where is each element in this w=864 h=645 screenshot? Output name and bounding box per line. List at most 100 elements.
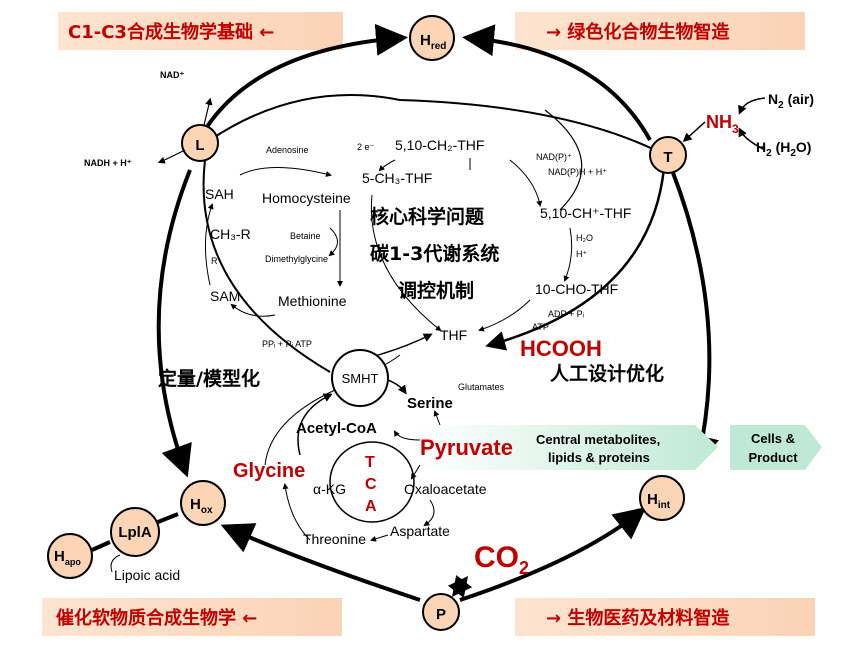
atp-label: ATP [532,322,549,332]
lipoic-acid-label: Lipoic acid [114,567,180,583]
node-t [649,136,687,174]
h2-water-label: H2 (H2O) [756,139,811,159]
corner-banner-bottom-right [515,598,815,636]
tca-letter-a: A [365,498,377,515]
artificial-label: 人工设计优化 [550,362,664,385]
arrow-n2-to-nh3 [738,97,766,115]
arrow-methenyl-to-formyl [563,227,573,282]
r-label: R [211,256,218,266]
node-l-label: L [195,137,204,154]
node-t-label: T [663,149,672,166]
arrow-sam-to-sah [205,203,214,286]
node-p-label: P [436,606,446,623]
arrow-p-to-co2 [447,576,469,598]
hplus-label: H⁺ [576,249,587,259]
pyruvate-label: Pyruvate [420,435,513,460]
arrow-nh3-to-t [682,121,706,143]
threonine-label: Threonine [303,531,366,547]
corner-top-right: → 绿色化合物生物智造 [546,21,729,43]
n2-air-label: N2 (air) [768,91,814,111]
aspartate-label: Aspartate [390,523,450,539]
arrow-l-nad [203,97,213,126]
arrow-threonine-to-glycine [282,483,311,541]
nadph-label: NAD(P)H + H⁺ [548,167,607,177]
nad-plus-label: NAD⁺ [160,70,184,80]
node-hint-label: Hint [647,491,671,511]
co2-label: CO2 [474,541,529,578]
sah-label: SAH [205,186,234,202]
corner-banner-top-right [515,12,805,50]
link-hapo-lpla [91,540,111,552]
corner-bottom-left: 催化软物质合成生物学 ← [56,607,257,629]
inner-arc-right [485,167,666,351]
betaine-label: Betaine [290,231,321,241]
sam-label: SAM [210,288,240,304]
corner-banner-top-left [58,12,343,50]
cells-product-arrow [730,425,822,470]
cells-label-1: Cells & [751,431,795,446]
central-label-1: Central metabolites, [536,432,660,447]
methyl-thf-label: 5-CH₃-THF [362,170,432,186]
thf-label: THF [440,327,467,343]
formyl-thf-label: 10-CHO-THF [535,281,618,297]
core-title-2: 碳1-3代谢系统 [370,242,499,265]
core-title-3: 调控机制 [398,279,474,302]
two-e-label: 2 e⁻ [357,142,375,152]
node-smht [331,349,389,407]
corner-bottom-right: → 生物医药及材料智造 [546,607,729,629]
ppi-atp-label: PPᵢ + Pᵢ ATP [262,339,312,349]
node-l [181,124,219,162]
node-hapo [47,533,93,579]
corner-banner-bottom-left [42,598,342,636]
tca-ring [329,441,415,523]
glutamates-label: Glutamates [458,382,505,392]
central-label-2: lipids & proteins [548,450,650,465]
h2o-label: H₂O [576,233,593,243]
arrow-betaine-loop [328,227,338,257]
node-p [422,593,460,631]
corner-top-left: C1-C3合成生物学基础 ← [68,21,274,43]
tca-letter-t: T [365,454,375,471]
hcooh-label: HCOOH [520,336,602,361]
arc-l-to-hox [156,169,192,478]
cells-label-2: Product [748,450,798,465]
arrow-h2-to-nh3 [738,127,766,151]
node-hred-label: Hred [420,32,446,52]
serine-label: Serine [407,395,453,412]
arrow-formyl-to-thf [478,299,531,332]
inner-right-loop [544,109,583,211]
link-lpla-hox [157,512,179,524]
inner-arc-top [209,94,656,151]
glycine-label: Glycine [233,460,305,482]
arrow-glycine-smht-2 [264,389,336,466]
nadh-label: NADH + H⁺ [84,158,132,168]
arrow-sah-to-homocysteine [239,167,332,177]
arrow-methionine-to-sam [230,303,276,317]
arrow-pyruvate-to-serine [433,410,441,426]
node-hox-label: Hox [190,496,213,516]
nh3-label: NH3 [706,112,739,136]
nadp-label: NAD(P)⁺ [536,152,572,162]
arrow-smht-to-serine [387,379,407,395]
oxaloacetate-label: Oxaloacetate [404,481,487,497]
ch3r-label: CH₃-R [210,226,251,242]
arrow-methylene-to-methenyl [509,159,543,207]
arrow-oxaloacetate-to-aspartate [423,499,435,527]
arrow-glycine-to-smht [297,393,333,456]
arc-p-to-hox [220,523,421,602]
methionine-label: Methionine [278,293,347,309]
adenosine-label: Adenosine [266,145,309,155]
arc-p-to-hint [459,507,647,602]
adp-label: ADP + Pᵢ [548,309,584,319]
node-hred [409,15,455,61]
methylene-thf-label: 5,10-CH₂-THF [395,137,484,153]
homocysteine-label: Homocysteine [262,190,351,206]
acetyl-coa-label: Acetyl-CoA [296,420,377,437]
central-metabolites-arrow [415,425,718,470]
arrow-methylene-to-methyl [378,159,396,172]
arc-t-to-hint [670,169,719,468]
node-lpla-label: LplA [118,524,151,541]
arrow-pyruvate-to-acetylcoa [393,430,421,441]
arrow-l-nadh [157,149,186,164]
